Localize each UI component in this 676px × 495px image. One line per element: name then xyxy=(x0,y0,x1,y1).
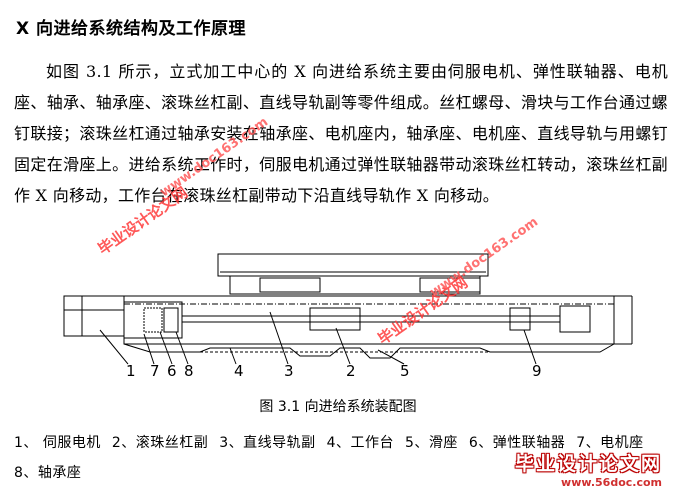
logo-url: www.56doc.com xyxy=(561,476,662,489)
servo-motor xyxy=(63,295,125,337)
callout-7: 7 xyxy=(150,362,160,380)
figure-caption: 图 3.1 向进给系统装配图 xyxy=(259,399,417,415)
legend-item: 4、工作台 xyxy=(326,435,394,451)
body-paragraph: 如图 3.1 所示，立式加工中心的 X 向进给系统主要由伺服电机、弹性联轴器、电… xyxy=(14,62,668,205)
section-heading: X 向进给系统结构及工作原理 xyxy=(16,19,247,39)
callout-1: 1 xyxy=(126,362,136,380)
callout-4: 4 xyxy=(234,362,244,380)
legend-item: 1、 伺服电机 xyxy=(14,435,101,451)
legend-item: 8、轴承座 xyxy=(14,465,82,481)
assembly-drawing: 1 7 6 8 4 3 2 5 9 xyxy=(63,253,633,380)
legend-item: 5、滑座 xyxy=(404,435,458,451)
callout-9: 9 xyxy=(532,362,542,380)
callout-3: 3 xyxy=(284,362,294,380)
logo-text: 毕业设计论文网 xyxy=(514,453,662,475)
parts-legend: 1、 伺服电机 2、滚珠丝杠副 3、直线导轨副 4、工作台 5、滑座 6、弹性联… xyxy=(14,428,668,488)
callout-5: 5 xyxy=(400,362,410,380)
base-slide xyxy=(123,295,615,345)
callout-8: 8 xyxy=(184,362,194,380)
right-bearing xyxy=(509,307,531,331)
worktable xyxy=(217,253,489,277)
legend-item: 3、直线导轨副 xyxy=(219,435,316,451)
legend-item: 2、滚珠丝杠副 xyxy=(111,435,209,451)
screw-nut xyxy=(309,307,361,331)
callout-2: 2 xyxy=(346,362,356,380)
site-logo: 毕业设计论文网 www.56doc.com xyxy=(515,449,662,489)
legend-item: 6、弹性联轴器 xyxy=(468,435,566,451)
motor-seat xyxy=(123,301,183,339)
legend-item: 7、电机座 xyxy=(576,435,644,451)
callout-6: 6 xyxy=(167,362,177,380)
